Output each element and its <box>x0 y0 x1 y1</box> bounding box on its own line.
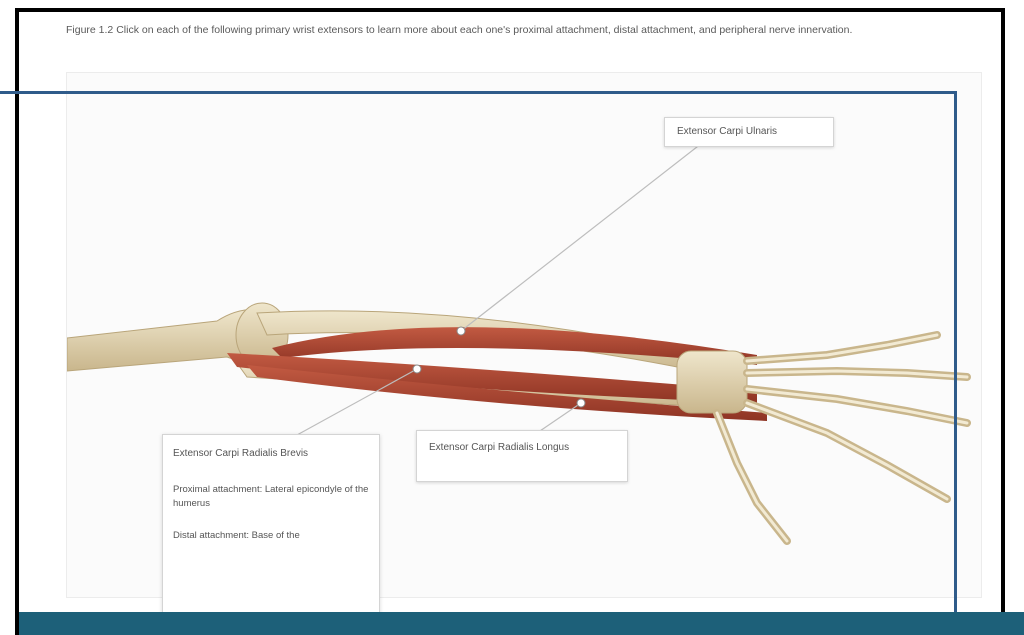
ecrb-hotspot <box>413 365 421 373</box>
overlay-top-line <box>0 91 957 94</box>
bottom-bar <box>19 612 1024 635</box>
ecrl-label[interactable]: Extensor Carpi Radialis Longus <box>416 430 628 482</box>
ecu-leader-line <box>461 143 702 331</box>
ecu-label-text: Extensor Carpi Ulnaris <box>677 126 777 137</box>
ecu-label[interactable]: Extensor Carpi Ulnaris <box>664 117 834 147</box>
ecrl-label-text: Extensor Carpi Radialis Longus <box>429 442 569 453</box>
overlay-right-line <box>954 91 957 635</box>
ecrb-proximal-text: Proximal attachment: Lateral epicondyle … <box>173 483 369 511</box>
figure-caption: Figure 1.2 Click on each of the followin… <box>66 22 966 39</box>
carpal-bones <box>677 351 747 413</box>
ecrb-info-panel[interactable]: Extensor Carpi Radialis Brevis Proximal … <box>162 434 380 614</box>
ecrl-hotspot <box>577 399 585 407</box>
ecrb-panel-title: Extensor Carpi Radialis Brevis <box>173 447 369 461</box>
ecu-hotspot <box>457 327 465 335</box>
ecrb-distal-text: Distal attachment: Base of the <box>173 529 369 543</box>
hand-bones <box>717 335 967 541</box>
